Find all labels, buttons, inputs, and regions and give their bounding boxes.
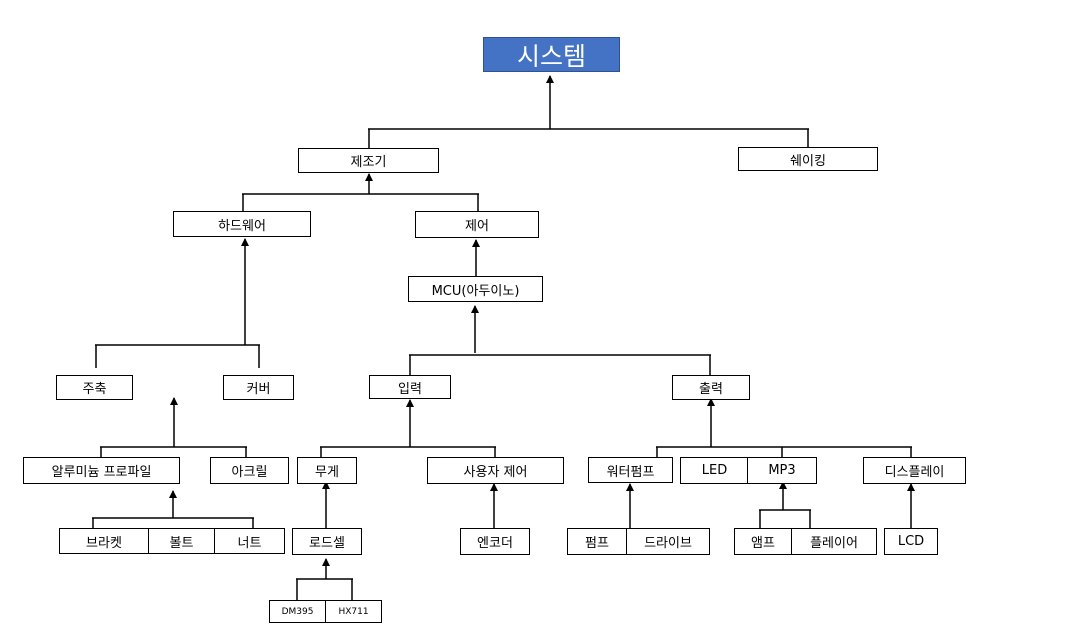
node-mp3: MP3 <box>747 457 817 484</box>
node-frame: 주축 <box>56 375 133 400</box>
node-loadcell: 로드셀 <box>292 528 362 555</box>
node-output: 출력 <box>672 375 750 400</box>
node-user-control: 사용자 제어 <box>427 457 564 484</box>
node-hx711: HX711 <box>325 600 382 623</box>
node-weight: 무게 <box>297 457 357 484</box>
node-input: 입력 <box>369 375 451 399</box>
node-mcu: MCU(아두이노) <box>408 276 543 302</box>
node-aluminum-profile: 알루미늄 프로파일 <box>23 457 180 484</box>
node-led: LED <box>680 457 749 484</box>
node-encoder: 엔코더 <box>460 528 530 555</box>
node-maker: 제조기 <box>298 148 439 173</box>
node-amp: 앰프 <box>734 528 792 555</box>
node-dm395: DM395 <box>269 600 326 623</box>
node-acrylic: 아크릴 <box>210 457 289 484</box>
node-display: 디스플레이 <box>863 457 966 484</box>
node-driver: 드라이브 <box>626 528 710 555</box>
node-water-pump: 워터펌프 <box>588 457 673 483</box>
node-nut: 너트 <box>214 528 285 554</box>
node-pump: 펌프 <box>567 528 627 555</box>
node-hardware: 하드웨어 <box>173 211 311 237</box>
node-bolt: 볼트 <box>148 528 215 554</box>
node-lcd: LCD <box>884 528 938 555</box>
node-shaking: 쉐이킹 <box>738 147 878 171</box>
node-control: 제어 <box>415 211 539 238</box>
node-cover: 커버 <box>223 375 294 400</box>
node-player: 플레이어 <box>791 528 877 555</box>
node-bracket: 브라켓 <box>59 528 149 554</box>
node-system: 시스템 <box>483 37 620 72</box>
